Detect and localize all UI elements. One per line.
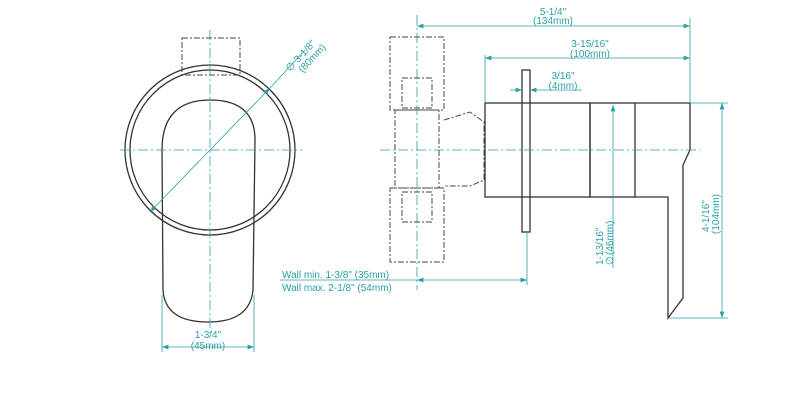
top-fitting-outline xyxy=(181,37,241,76)
overall-depth-mm-label: (134mm) xyxy=(533,16,573,27)
wall-max-label: Wall max. 2-1/8" (54mm) xyxy=(282,283,392,294)
sleeve-diameter-mm-label: (46mm) xyxy=(605,221,616,255)
handle-width-inch-label: 1-3/4" xyxy=(195,330,222,341)
overall-depth-inch-label: 5-1/4" xyxy=(540,7,567,18)
projection-inch-label: 3-15/16" xyxy=(571,39,609,50)
front-view: ∅ 3-1/8" (80mm) 1-3/4" (45mm) xyxy=(120,30,328,352)
sleeve-diameter-inch-label: 1-13/16" xyxy=(595,227,606,265)
wall-plate xyxy=(521,69,531,233)
height-inch-label: 4-1/16" xyxy=(701,200,712,232)
sleeve-diameter-symbol: ∅ xyxy=(605,256,616,265)
height-mm-label: (104mm) xyxy=(711,194,722,234)
side-view: 5-1/4" (134mm) 3-15/16" (100mm) 3/16" (4… xyxy=(280,7,728,320)
projection-mm-label: (100mm) xyxy=(570,49,610,60)
wall-min-label: Wall min. 1-3/8" (35mm) xyxy=(282,270,389,281)
diameter-dimension xyxy=(149,87,271,213)
plate-thickness-mm-label: (4mm) xyxy=(549,81,578,92)
lever-side xyxy=(635,102,691,320)
lever-handle xyxy=(161,99,256,323)
handle-width-mm-label: (45mm) xyxy=(191,341,225,352)
plate-thickness-inch-label: 3/16" xyxy=(551,71,574,82)
